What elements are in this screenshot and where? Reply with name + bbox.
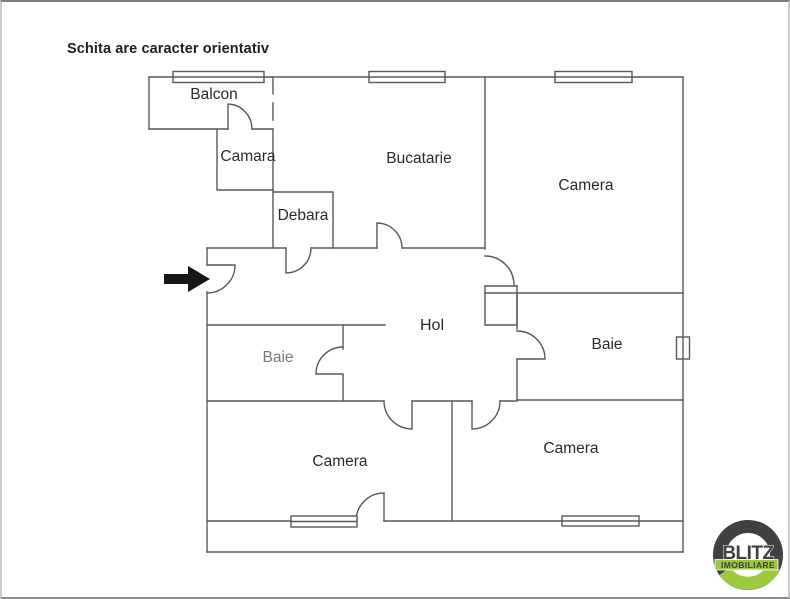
logo-brand-text: BLITZ xyxy=(722,543,774,564)
doors xyxy=(206,103,546,522)
logo-tagline-text: IMOBILIARE xyxy=(721,560,775,570)
door-camera-bottom-right xyxy=(471,400,501,430)
room-label-baie-left: Baie xyxy=(262,349,294,366)
shaft xyxy=(484,285,518,326)
logo-ring-accent xyxy=(719,563,780,590)
blitz-imobiliare-logo: BLITZ IMOBILIARE xyxy=(713,520,783,590)
logo-tagline-strip xyxy=(714,559,779,571)
door-baie-right xyxy=(516,330,546,360)
windows xyxy=(172,70,691,528)
room-label-camera-bottom-right: Camera xyxy=(543,440,599,457)
room-label-camera-bottom-left: Camera xyxy=(312,453,368,470)
door-baie-left xyxy=(315,346,344,375)
disclaimer-text: Schita are caracter orientativ xyxy=(67,41,270,57)
room-label-bucatarie: Bucatarie xyxy=(386,150,452,167)
door-camera-top-right xyxy=(484,255,515,286)
door-balcony-strip xyxy=(355,492,385,522)
door-balcon xyxy=(227,103,253,130)
entrance-arrow xyxy=(164,266,210,292)
room-label-camera-top-right: Camera xyxy=(558,177,614,194)
door-bucatarie xyxy=(376,222,403,249)
room-label-camara: Camara xyxy=(220,148,276,165)
door-camera-bottom-left xyxy=(383,400,413,430)
door-debara xyxy=(285,247,312,274)
room-label-hol: Hol xyxy=(419,317,445,334)
room-label-debara: Debara xyxy=(277,207,329,224)
room-label-baie-right: Baie xyxy=(591,336,623,353)
door-entry xyxy=(206,264,236,294)
room-label-balcon: Balcon xyxy=(190,86,238,103)
